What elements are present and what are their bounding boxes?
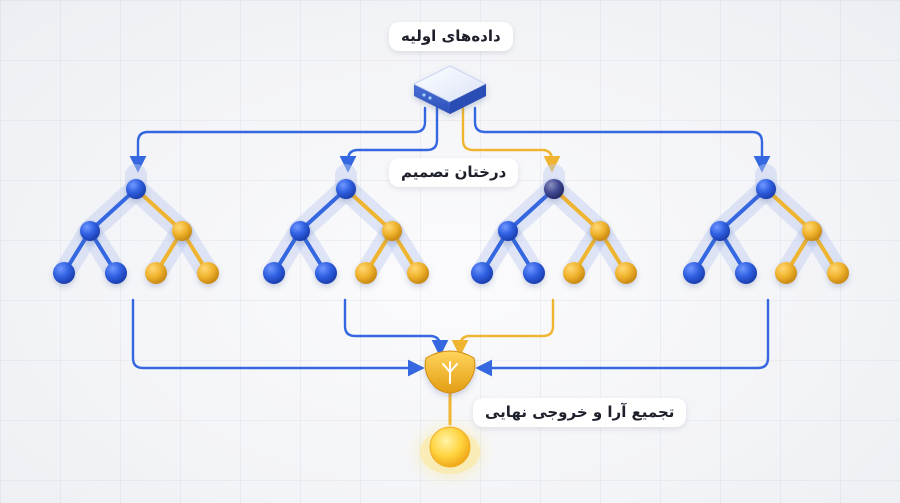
leaf-node [615,262,637,284]
decision-trees [53,164,849,284]
tree-branch [552,187,602,233]
leaf-node [683,262,705,284]
leaf-node [105,262,127,284]
leaf-node [145,262,167,284]
tree-3 [471,164,637,284]
leaf-node [355,262,377,284]
leaf-node [53,262,75,284]
output-node-icon [429,426,471,468]
tree-branch [134,187,184,233]
root-node [126,179,146,199]
tree-branch [298,187,348,233]
vote-aggregation-label: تجمیع آرا و خروجی نهایی [473,398,687,427]
output-node [420,426,480,474]
root-node [544,179,564,199]
input-connectors [129,106,771,173]
connector-to-tree-1 [129,106,427,173]
root-node [336,179,356,199]
internal-node [290,221,310,241]
internal-node [710,221,730,241]
leaf-node [197,262,219,284]
tree-branch [764,187,814,233]
tree-branch [718,187,768,233]
tree-4 [683,164,849,284]
leaf-node [315,262,337,284]
tree-2 [263,164,429,284]
connector-to-tree-3 [461,106,561,173]
connector-from-tree-4 [475,298,770,377]
input-data-label: داده‌های اولیه [389,22,513,51]
aggregator-node [424,350,476,394]
data-source-block [412,65,488,114]
internal-node [802,221,822,241]
output-connectors [131,298,770,426]
connector-to-tree-2 [339,106,439,173]
connector-from-tree-1 [131,298,425,377]
tree-branch [88,187,138,233]
internal-node [382,221,402,241]
leaf-node [471,262,493,284]
leaf-node [735,262,757,284]
root-node [756,179,776,199]
internal-node [498,221,518,241]
leaf-node [775,262,797,284]
decision-trees-label: درختان تصمیم [389,158,519,187]
tree-branch [344,187,394,233]
connector-from-tree-3 [451,298,555,357]
internal-node [590,221,610,241]
internal-node [172,221,192,241]
leaf-node [407,262,429,284]
connector-from-tree-2 [343,298,449,357]
connector-to-tree-4 [473,106,771,173]
leaf-node [827,262,849,284]
internal-node [80,221,100,241]
leaf-node [563,262,585,284]
leaf-node [523,262,545,284]
leaf-node [263,262,285,284]
tree-branch [506,187,556,233]
tree-1 [53,164,219,284]
